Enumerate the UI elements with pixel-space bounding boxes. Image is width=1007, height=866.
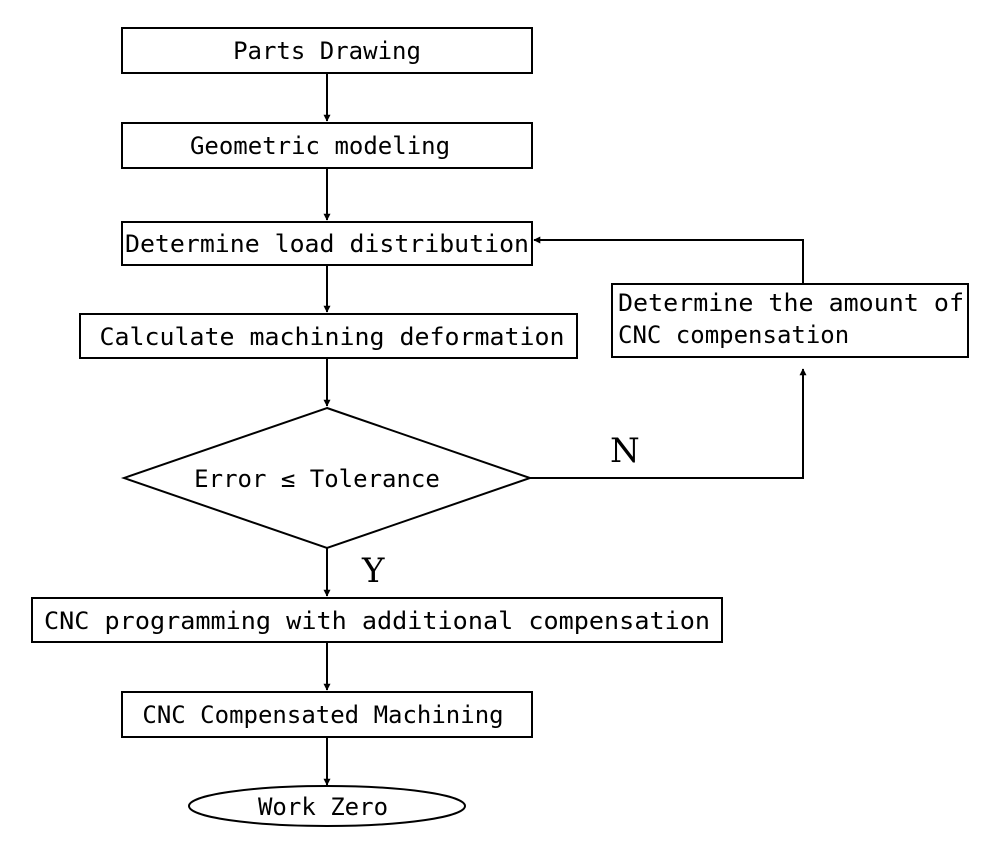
node-cnc-programming: CNC programming with additional compensa…	[31, 597, 723, 643]
branch-label-yes: Y	[361, 551, 385, 591]
node-machining-deformation: Calculate machining deformation	[79, 313, 578, 359]
node-cnc-programming-label: CNC programming with additional compensa…	[44, 607, 710, 635]
node-cnc-programming-box	[31, 597, 723, 643]
node-geometric-modeling-label: Geometric modeling	[190, 132, 450, 160]
node-parts-drawing-box	[121, 27, 533, 74]
node-decision: Error ≤ Tolerance	[120, 406, 534, 550]
node-geometric-modeling-box	[121, 122, 533, 169]
node-decision-label: Error ≤ Tolerance	[194, 465, 440, 493]
node-compensation-label-line1: Determine the amount of	[618, 289, 964, 317]
node-compensation-box	[611, 283, 969, 358]
node-load-distribution-box	[121, 221, 533, 266]
node-machining-deformation-box	[79, 313, 578, 359]
node-load-distribution-label: Determine load distribution	[125, 230, 529, 258]
node-compensated-machining-label: CNC Compensated Machining	[142, 701, 503, 729]
arrow-compensation-to-load	[533, 236, 804, 284]
node-work-zero-label: Work Zero	[258, 793, 388, 821]
node-work-zero: Work Zero	[188, 785, 466, 827]
node-compensation-label-line2: CNC compensation	[618, 321, 849, 349]
node-work-zero-ellipse	[188, 785, 466, 827]
node-compensation: Determine the amount of CNC compensation	[611, 283, 969, 358]
branch-label-no: N	[610, 431, 640, 471]
node-load-distribution: Determine load distribution	[121, 221, 533, 266]
node-compensated-machining: CNC Compensated Machining	[121, 691, 533, 738]
node-parts-drawing-label: Parts Drawing	[233, 37, 421, 65]
node-parts-drawing: Parts Drawing	[121, 27, 533, 74]
arrow-decision-no-branch	[530, 368, 807, 479]
node-geometric-modeling: Geometric modeling	[121, 122, 533, 169]
node-machining-deformation-label: Calculate machining deformation	[100, 323, 565, 351]
